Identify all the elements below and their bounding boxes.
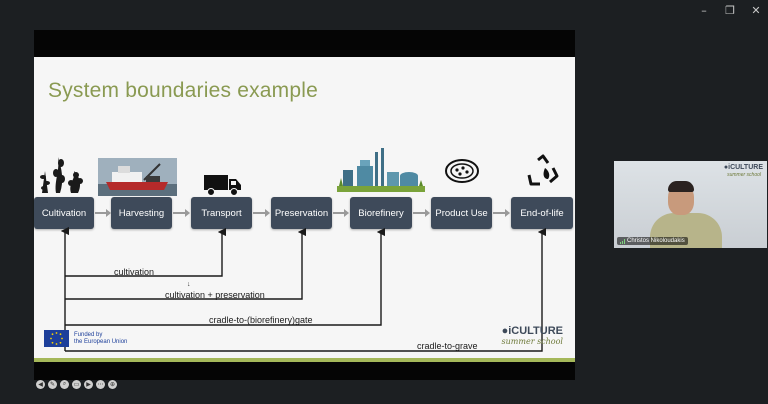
window-controls: – ❐ ✕ (698, 4, 762, 17)
svg-text:↓: ↓ (187, 281, 191, 288)
recycle-icon (526, 154, 560, 193)
iculture-logo: ●iCULTURE summer school (501, 325, 563, 346)
flow-arrow (493, 209, 510, 217)
stage-transport: Transport (191, 197, 252, 229)
harvesting-vessel-image (98, 158, 177, 201)
participant-hair (668, 181, 694, 192)
video-background-logo: ●iCULTURE (723, 164, 763, 171)
boundary-label-cultivation: cultivation (114, 267, 155, 277)
participant-name-badge: Christos Nikoloudakis (617, 237, 688, 245)
screen-share-area: System boundaries example (34, 30, 575, 389)
slide-title: System boundaries example (48, 79, 318, 102)
flow-arrow (413, 209, 430, 217)
stage-product-use: Product Use (431, 197, 492, 229)
pen-tool-button[interactable]: ✎ (48, 380, 57, 389)
flow-arrow (95, 209, 111, 217)
close-button[interactable]: ✕ (751, 4, 761, 17)
boundary-label-cradle-to-gate: cradle-to-(biorefinery)gate (209, 315, 313, 325)
petri-dish-icon (444, 157, 480, 190)
slide-controls: ◀ ✎ ⌕ ▭ ▶ ⋯ ⊕ (36, 380, 117, 389)
signal-strength-icon (620, 238, 625, 244)
previous-slide-button[interactable]: ◀ (36, 380, 45, 389)
eu-funding-logo: Funded by the European Union (44, 330, 127, 347)
stage-cultivation: Cultivation (34, 197, 94, 229)
presentation-slide: System boundaries example (34, 57, 575, 389)
minimize-button[interactable]: – (701, 4, 707, 17)
eu-flag-icon (44, 330, 69, 347)
boundary-label-cradle-to-grave: cradle-to-grave (417, 341, 478, 351)
biorefinery-icon (337, 148, 425, 197)
stage-end-of-life: End-of-life (511, 197, 573, 229)
subtitles-button[interactable]: ▭ (72, 380, 81, 389)
system-boundary-lines: ↓ (60, 226, 547, 352)
participant-name: Christos Nikoloudakis (627, 238, 685, 244)
flow-arrow (333, 209, 349, 217)
stage-preservation: Preservation (271, 197, 332, 229)
video-background-logo-sub: summer school (727, 172, 761, 178)
flow-arrow (173, 209, 190, 217)
slide-accent-bar (34, 358, 575, 362)
flow-arrow (253, 209, 270, 217)
boundary-label-cultivation-preservation: cultivation + preservation (165, 290, 265, 300)
seaweed-icon (38, 153, 88, 200)
eu-funding-text: Funded by the European Union (74, 331, 128, 345)
participant-video-tile[interactable]: ●iCULTURE summer school Christos Nikolou… (614, 161, 767, 248)
truck-icon (204, 174, 242, 201)
more-options-button[interactable]: ⋯ (96, 380, 105, 389)
next-slide-button[interactable]: ⊕ (108, 380, 117, 389)
restore-button[interactable]: ❐ (725, 4, 735, 17)
stage-harvesting: Harvesting (111, 197, 172, 229)
camera-button[interactable]: ▶ (84, 380, 93, 389)
stage-biorefinery: Biorefinery (350, 197, 412, 229)
zoom-button[interactable]: ⌕ (60, 380, 69, 389)
